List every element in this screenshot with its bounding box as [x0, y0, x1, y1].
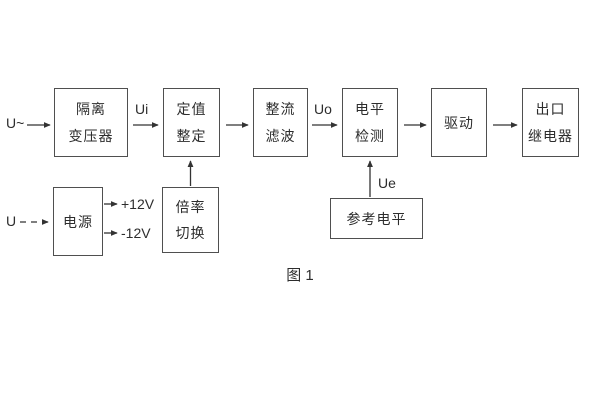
block-label: 电平	[355, 101, 385, 117]
block-label: 变压器	[68, 128, 114, 144]
block-isolation-transformer: 隔离 变压器	[54, 88, 128, 157]
block-label: 检测	[355, 128, 385, 144]
block-label: 电源	[63, 213, 93, 230]
label-dc-input: U	[6, 213, 17, 229]
block-label: 隔离	[76, 101, 106, 117]
label-ui: Ui	[135, 101, 149, 117]
block-power-supply: 电源	[53, 187, 103, 256]
block-value-setting: 定值 整定	[163, 88, 220, 157]
block-rectify-filter: 整流 滤波	[253, 88, 308, 157]
block-label: 整定	[176, 128, 207, 144]
block-label: 倍率	[175, 199, 206, 215]
label-uo: Uo	[314, 101, 332, 117]
block-label: 切换	[175, 225, 206, 241]
block-label: 整流	[265, 101, 296, 117]
block-label: 继电器	[528, 128, 573, 144]
label-ue: Ue	[378, 175, 396, 191]
block-label: 参考电平	[346, 210, 407, 227]
block-label: 驱动	[444, 114, 474, 131]
figure-caption: 图 1	[286, 267, 314, 284]
block-label: 滤波	[265, 128, 296, 144]
block-reference-level: 参考电平	[330, 198, 423, 239]
block-level-detect: 电平 检测	[342, 88, 398, 157]
label-ac-input: U~	[6, 115, 25, 131]
block-output-relay: 出口 继电器	[522, 88, 579, 157]
label-plus12v: +12V	[121, 196, 155, 212]
block-label: 出口	[535, 101, 566, 117]
block-drive: 驱动	[431, 88, 487, 157]
block-ratio-switch: 倍率 切换	[162, 187, 219, 253]
label-minus12v: -12V	[121, 225, 151, 241]
block-label: 定值	[176, 101, 207, 117]
